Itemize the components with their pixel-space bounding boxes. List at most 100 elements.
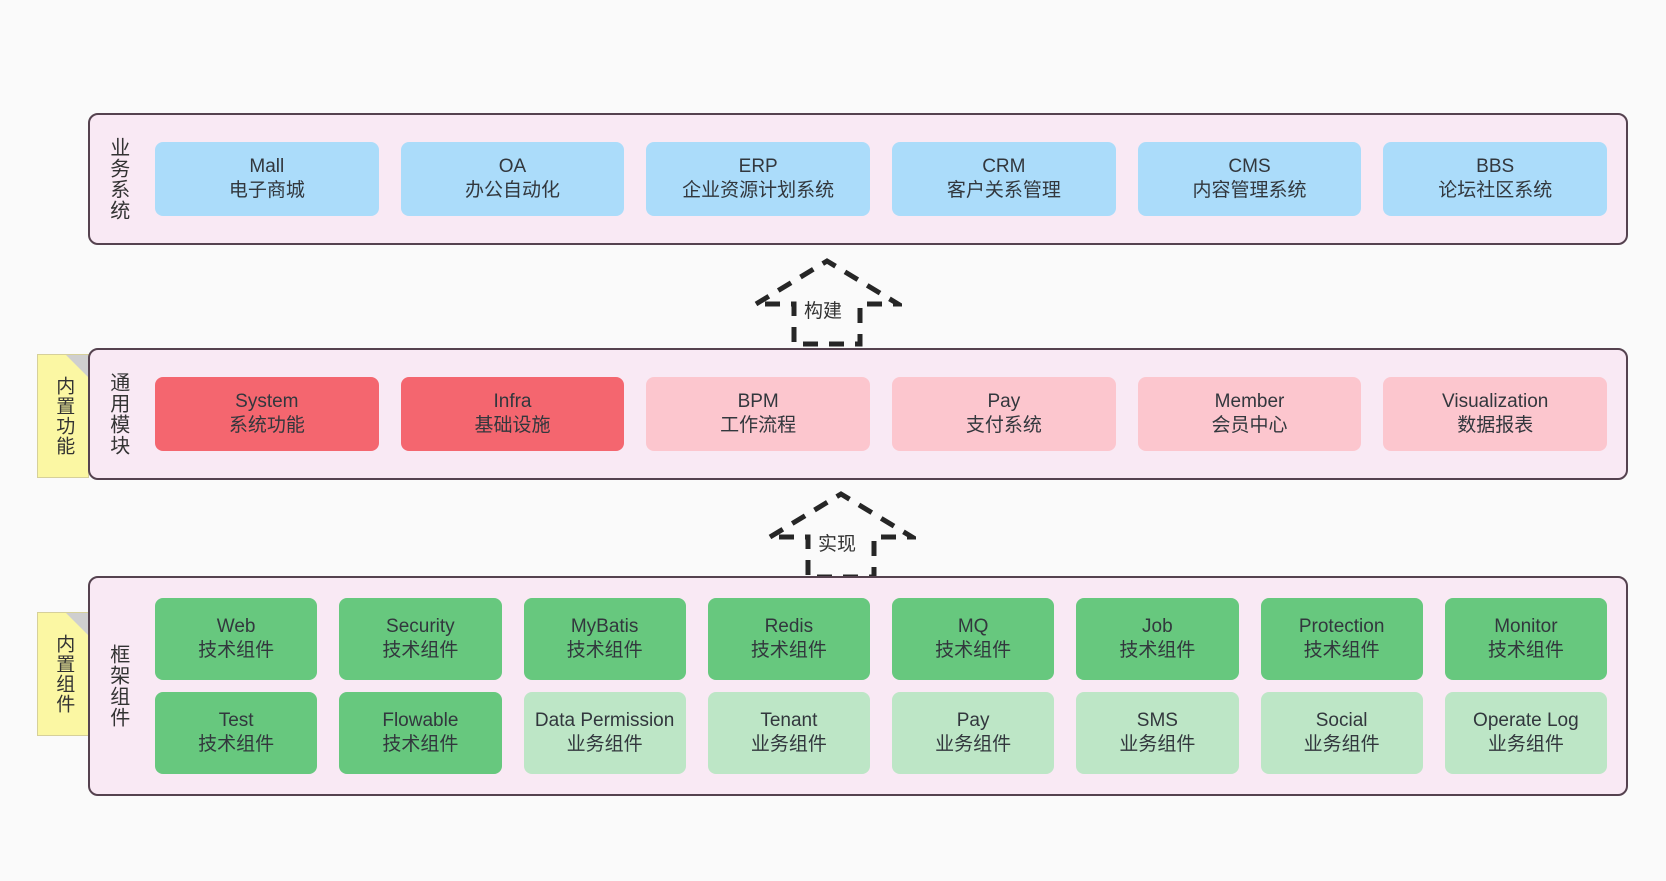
note-fold-icon bbox=[66, 355, 88, 377]
card-social[interactable]: Social 业务组件 bbox=[1260, 692, 1423, 774]
card-subtitle: 技术组件 bbox=[1119, 640, 1196, 661]
band-title-business-system: 业务系统 bbox=[106, 137, 129, 221]
card-title: MQ bbox=[957, 616, 989, 638]
card-subtitle: 技术组件 bbox=[198, 734, 275, 755]
card-title: Job bbox=[1142, 616, 1173, 638]
sticky-note-label: 内置功能 bbox=[53, 376, 75, 456]
card-subtitle: 内容管理系统 bbox=[1192, 180, 1307, 201]
band-framework-component: 框架组件 Web 技术组件 Security 技术组件 MyBatis 技术组件… bbox=[88, 576, 1628, 796]
card-subtitle: 技术组件 bbox=[382, 640, 459, 661]
card-row: Mall 电子商城 OA 办公自动化 ERP 企业资源计划系统 CRM 客户关系… bbox=[144, 142, 1618, 216]
card-row: Test 技术组件 Flowable 技术组件 Data Permission … bbox=[144, 692, 1618, 774]
card-title: BBS bbox=[1476, 156, 1515, 178]
card-subtitle: 技术组件 bbox=[1303, 640, 1380, 661]
band-body-common-module: System 系统功能 Infra 基础设施 BPM 工作流程 Pay 支付系统… bbox=[144, 350, 1626, 478]
card-title: OA bbox=[498, 156, 527, 178]
card-title: Social bbox=[1315, 710, 1368, 732]
card-title: BPM bbox=[737, 391, 779, 413]
card-title: Infra bbox=[493, 391, 532, 413]
card-subtitle: 技术组件 bbox=[382, 734, 459, 755]
build-arrow-glyph bbox=[752, 258, 902, 347]
card-subtitle: 企业资源计划系统 bbox=[682, 180, 835, 201]
card-subtitle: 业务组件 bbox=[935, 734, 1012, 755]
card-web[interactable]: Web 技术组件 bbox=[155, 598, 318, 680]
band-common-module: 通用模块 System 系统功能 Infra 基础设施 BPM 工作流程 Pay… bbox=[88, 348, 1628, 480]
build-arrow-label: 构建 bbox=[804, 301, 843, 322]
card-flowable[interactable]: Flowable 技术组件 bbox=[339, 692, 502, 774]
card-system[interactable]: System 系统功能 bbox=[155, 377, 379, 451]
card-subtitle: 技术组件 bbox=[750, 640, 827, 661]
card-member[interactable]: Member 会员中心 bbox=[1137, 377, 1362, 451]
card-test[interactable]: Test 技术组件 bbox=[155, 692, 318, 774]
card-protection[interactable]: Protection 技术组件 bbox=[1260, 598, 1423, 680]
card-mq[interactable]: MQ 技术组件 bbox=[892, 598, 1055, 680]
band-business-system: 业务系统 Mall 电子商城 OA 办公自动化 ERP 企业资源计划系统 CRM… bbox=[88, 113, 1628, 245]
band-body-business-system: Mall 电子商城 OA 办公自动化 ERP 企业资源计划系统 CRM 客户关系… bbox=[144, 115, 1626, 243]
card-title: Operate Log bbox=[1473, 710, 1579, 732]
card-subtitle: 电子商城 bbox=[228, 180, 305, 201]
card-title: MyBatis bbox=[570, 616, 639, 638]
card-title: Security bbox=[386, 616, 455, 638]
card-subtitle: 论坛社区系统 bbox=[1438, 180, 1553, 201]
sticky-note-label: 内置组件 bbox=[53, 634, 75, 714]
card-sms[interactable]: SMS 业务组件 bbox=[1076, 692, 1239, 774]
card-title: Member bbox=[1214, 391, 1285, 413]
card-pay-business[interactable]: Pay 业务组件 bbox=[892, 692, 1055, 774]
card-subtitle: 系统功能 bbox=[228, 415, 305, 436]
card-data-permission[interactable]: Data Permission 业务组件 bbox=[523, 692, 686, 774]
card-title: Visualization bbox=[1442, 391, 1549, 413]
card-title: ERP bbox=[738, 156, 778, 178]
card-subtitle: 支付系统 bbox=[965, 415, 1042, 436]
card-title: Pay bbox=[956, 710, 990, 732]
card-subtitle: 业务组件 bbox=[1303, 734, 1380, 755]
card-job[interactable]: Job 技术组件 bbox=[1076, 598, 1239, 680]
sticky-note-builtin-function: 内置功能 bbox=[37, 354, 89, 478]
card-tenant[interactable]: Tenant 业务组件 bbox=[707, 692, 870, 774]
implement-arrow-label: 实现 bbox=[818, 534, 857, 555]
card-subtitle: 技术组件 bbox=[1487, 640, 1564, 661]
card-subtitle: 基础设施 bbox=[474, 415, 551, 436]
note-fold-icon bbox=[66, 613, 88, 635]
card-subtitle: 技术组件 bbox=[935, 640, 1012, 661]
card-subtitle: 客户关系管理 bbox=[946, 180, 1061, 201]
card-monitor[interactable]: Monitor 技术组件 bbox=[1444, 598, 1607, 680]
card-title: Protection bbox=[1298, 616, 1385, 638]
build-arrow: 构建 bbox=[752, 256, 902, 348]
card-title: Web bbox=[216, 616, 256, 638]
card-oa[interactable]: OA 办公自动化 bbox=[400, 142, 625, 216]
card-subtitle: 数据报表 bbox=[1457, 415, 1534, 436]
card-title: Redis bbox=[764, 616, 814, 638]
sticky-note-builtin-component: 内置组件 bbox=[37, 612, 89, 736]
card-title: SMS bbox=[1136, 710, 1178, 732]
card-title: System bbox=[235, 391, 299, 413]
card-operate-log[interactable]: Operate Log 业务组件 bbox=[1444, 692, 1607, 774]
band-title-common-module: 通用模块 bbox=[106, 372, 129, 456]
card-erp[interactable]: ERP 企业资源计划系统 bbox=[646, 142, 871, 216]
card-mybatis[interactable]: MyBatis 技术组件 bbox=[523, 598, 686, 680]
card-title: Monitor bbox=[1494, 616, 1558, 638]
card-crm[interactable]: CRM 客户关系管理 bbox=[892, 142, 1116, 216]
implement-arrow-glyph bbox=[766, 491, 916, 580]
card-redis[interactable]: Redis 技术组件 bbox=[707, 598, 870, 680]
card-cms[interactable]: CMS 内容管理系统 bbox=[1137, 142, 1362, 216]
card-title: CMS bbox=[1228, 156, 1271, 178]
band-title-framework-component: 框架组件 bbox=[106, 644, 129, 728]
card-subtitle: 业务组件 bbox=[566, 734, 643, 755]
card-title: Data Permission bbox=[534, 710, 675, 732]
card-subtitle: 办公自动化 bbox=[465, 180, 561, 201]
card-subtitle: 业务组件 bbox=[1119, 734, 1196, 755]
card-visualization[interactable]: Visualization 数据报表 bbox=[1383, 377, 1608, 451]
card-subtitle: 技术组件 bbox=[566, 640, 643, 661]
card-row: System 系统功能 Infra 基础设施 BPM 工作流程 Pay 支付系统… bbox=[144, 377, 1618, 451]
card-row: Web 技术组件 Security 技术组件 MyBatis 技术组件 Redi… bbox=[144, 598, 1618, 680]
card-title: Pay bbox=[987, 391, 1021, 413]
card-pay[interactable]: Pay 支付系统 bbox=[892, 377, 1116, 451]
band-body-framework-component: Web 技术组件 Security 技术组件 MyBatis 技术组件 Redi… bbox=[144, 578, 1626, 794]
card-security[interactable]: Security 技术组件 bbox=[339, 598, 502, 680]
card-mall[interactable]: Mall 电子商城 bbox=[155, 142, 379, 216]
card-infra[interactable]: Infra 基础设施 bbox=[400, 377, 625, 451]
card-subtitle: 技术组件 bbox=[198, 640, 275, 661]
card-bbs[interactable]: BBS 论坛社区系统 bbox=[1383, 142, 1608, 216]
card-bpm[interactable]: BPM 工作流程 bbox=[646, 377, 871, 451]
